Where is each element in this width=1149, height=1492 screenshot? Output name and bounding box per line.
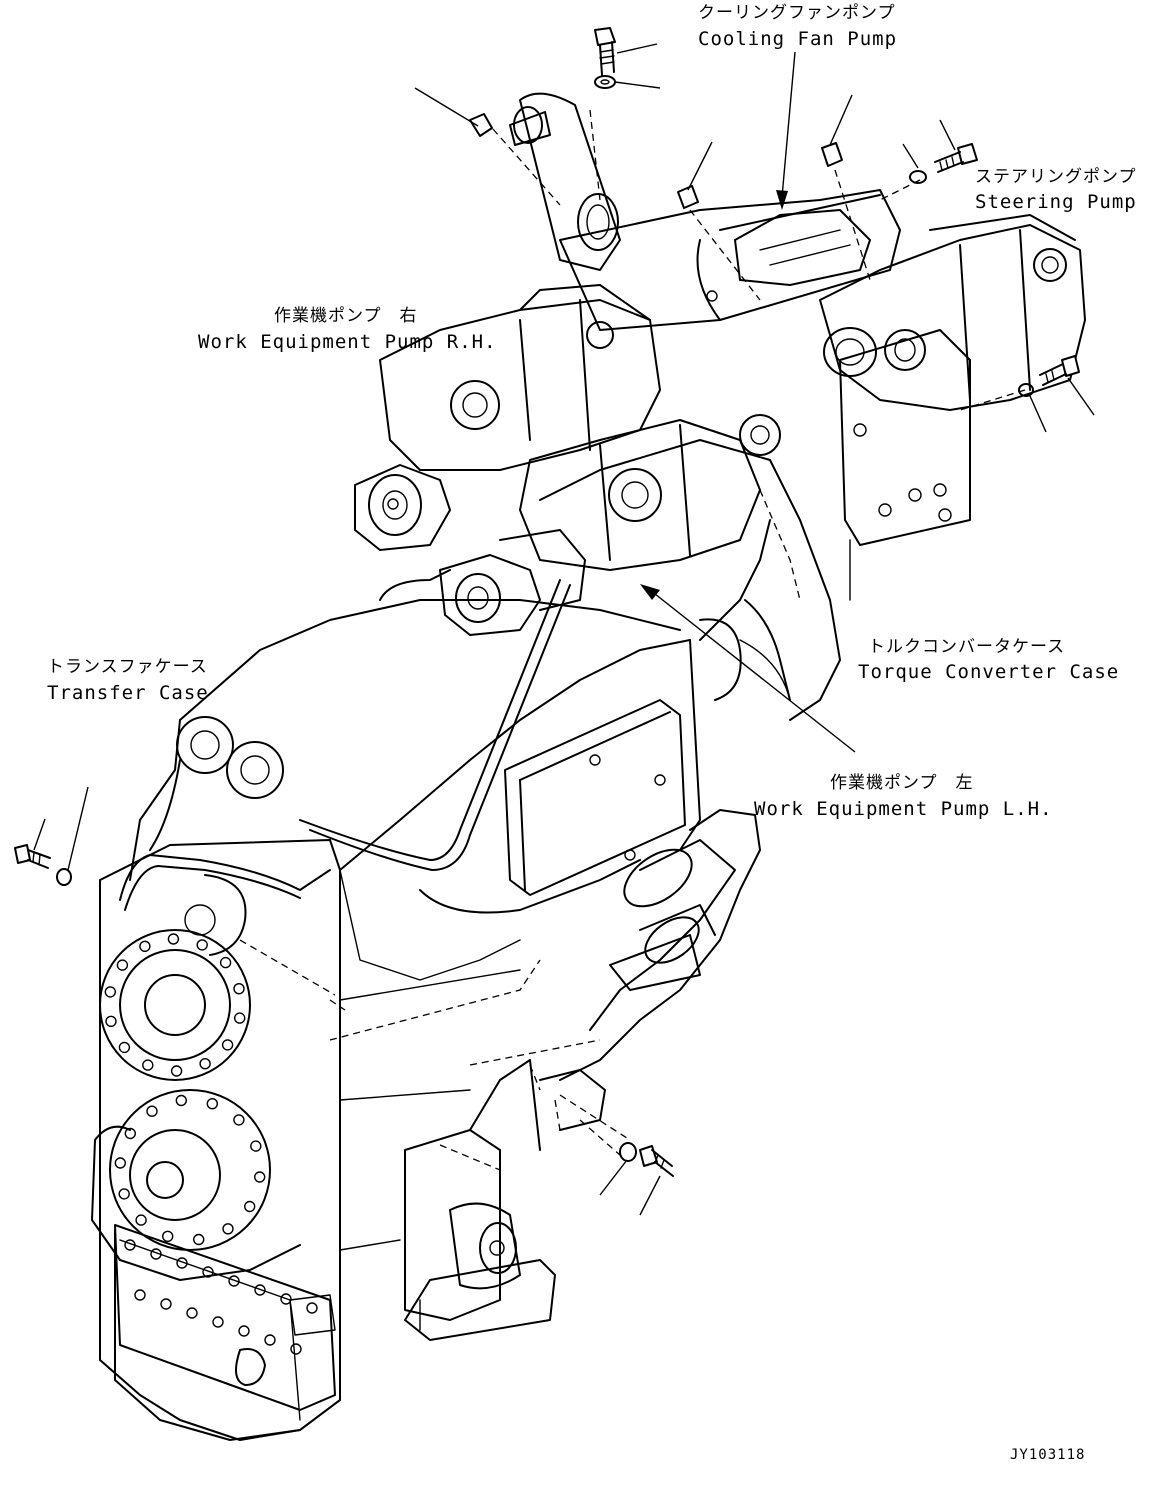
elbow-fittings [469,113,843,209]
work-equipment-pump-rh [354,284,661,551]
work-equipment-pump-rh-label: Work Equipment Pump R.H. [198,331,497,353]
bolt-head [222,1223,234,1235]
bolt-head [306,1302,318,1314]
drive-tube-and-mount [404,809,761,1341]
transfer-case-bolts [104,933,318,1355]
hydraulic-tubes [119,569,791,914]
bolt-head [160,1298,172,1310]
cooling-fan-pump-label: Cooling Fan Pump [698,28,898,50]
cover-plate [504,699,686,896]
transfer-case-label: Transfer Case [47,682,209,704]
bolt-head [167,933,180,945]
bolt-head [221,1039,234,1051]
bolt-head [104,986,117,998]
bolt-head [175,1094,188,1107]
bolt-head [206,1097,219,1110]
leader-lines [33,43,1095,1216]
bolt-head [134,1289,146,1301]
bolt-head [105,1015,117,1027]
work-equipment-pump-lh-label: Work Equipment Pump L.H. [754,798,1053,820]
bolt-head [114,1157,127,1169]
bolt-head [212,1316,224,1328]
work-equipment-pump-rh-label-ja: 作業機ポンプ 右 [274,306,418,326]
transfer-case [91,599,691,1441]
bolt-head [139,940,151,952]
bolt-head [199,1057,211,1070]
bolt-head [176,1257,188,1269]
bolt-head [146,1105,158,1117]
cooling-fan-pump [509,92,901,331]
bolt-head [170,1065,183,1077]
bolt-head [118,1188,130,1200]
bolt-head [238,1325,250,1337]
bolt-head [280,1293,292,1305]
bolt-head [233,983,245,995]
bolt-head [254,1284,266,1296]
bolt-head [290,1343,302,1355]
work-equipment-pump-lh-label-ja: 作業機ポンプ 左 [830,773,974,793]
bolt-head [142,1059,154,1071]
bolt-head [161,1230,174,1243]
bolt-head [135,1214,147,1226]
bolt-head [196,939,208,951]
transfer-case-label-ja: トランスファケース [47,657,208,677]
bolt-head [192,1233,205,1246]
bolt-head [228,1275,240,1287]
bolt-head [243,1200,256,1213]
bolt-head [233,1012,246,1024]
bolt-left [14,844,72,886]
bolt-head [124,1239,136,1251]
bolt-lower-center [619,1142,674,1177]
bolt-head [250,1140,262,1152]
bolt-head [233,1114,245,1126]
work-equipment-pump-lh [439,414,781,636]
hidden-lines [239,109,1026,1171]
bolt-head [219,956,232,969]
bolt-head [186,1307,198,1319]
bolt-head [254,1171,266,1183]
bolt-head [202,1266,214,1278]
figure-reference-number: JY103118 [1010,1447,1086,1463]
bolt-head [116,959,129,971]
torque-converter-case [539,439,841,851]
steering-pump-label: Steering Pump [975,191,1137,213]
bolt-top-right [909,143,978,184]
bolt-right [1018,355,1080,397]
cooling-fan-pump-label-ja: クーリングファンポンプ [698,3,896,23]
steering-pump [819,214,1086,601]
bolt-head [264,1334,276,1346]
bolt-head [124,1127,137,1140]
bolt-head [118,1041,131,1054]
bolt-top-center [594,27,616,89]
steering-pump-label-ja: ステアリングポンプ [975,167,1137,187]
bolt-head [150,1248,162,1260]
torque-converter-case-label-ja: トルクコンバータケース [868,637,1066,657]
torque-converter-case-label: Torque Converter Case [858,661,1120,683]
